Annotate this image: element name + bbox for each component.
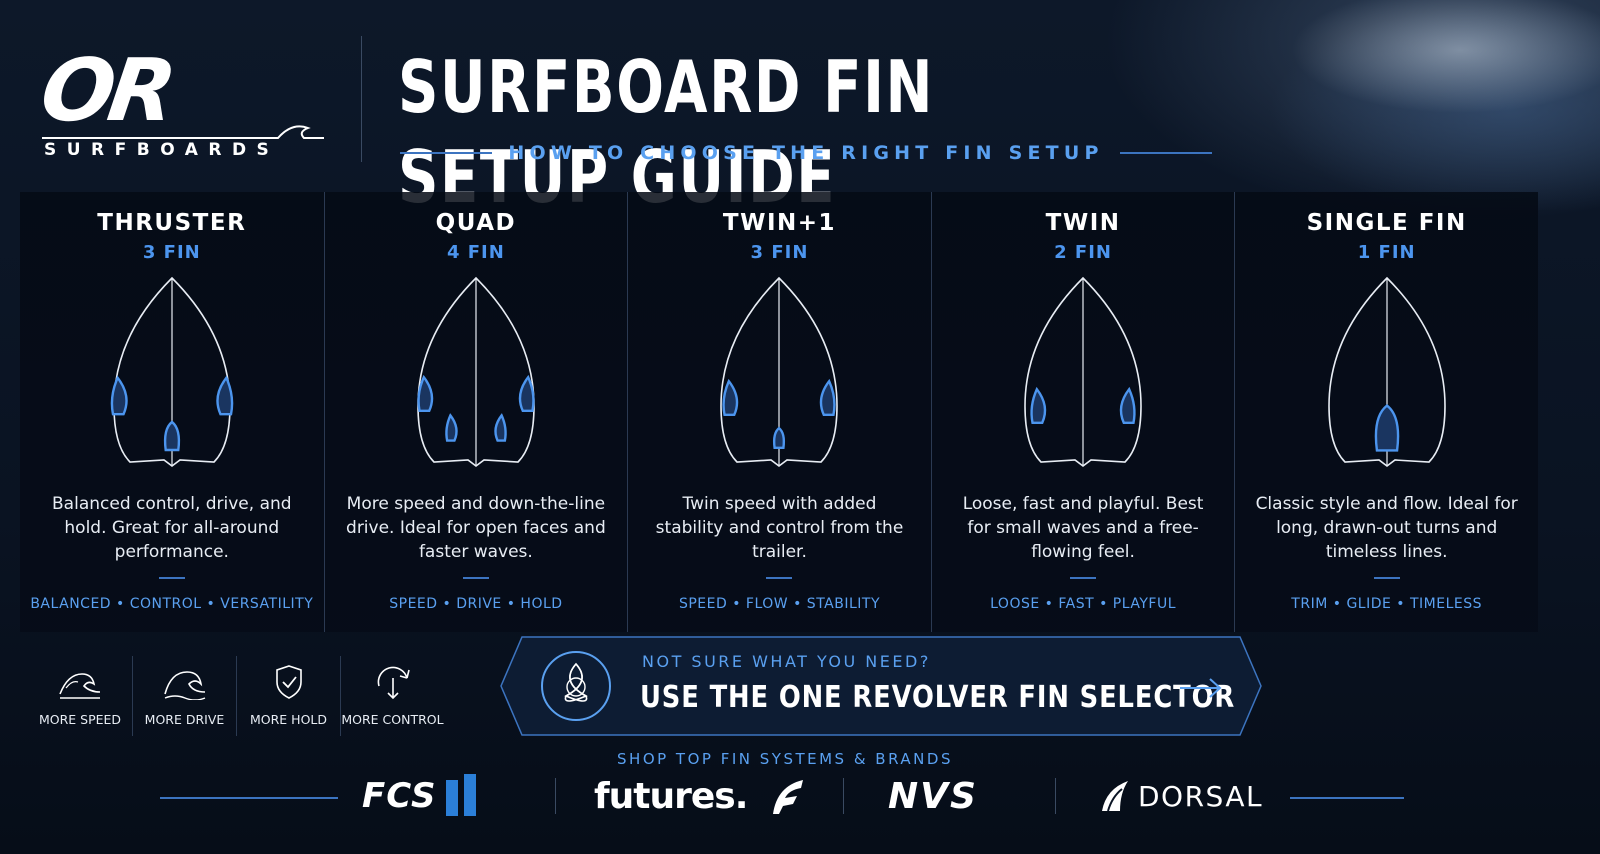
surfboard-thruster-icon (110, 276, 234, 467)
setup-fin-count: 1 FIN (1357, 242, 1416, 263)
selector-cta: USE THE ONE REVOLVER FIN SELECTOR (640, 680, 1236, 715)
surfboard-quad-icon (417, 276, 535, 467)
page-subtitle: HOW TO CHOOSE THE RIGHT FIN SETUP (508, 142, 1104, 164)
legend-label: MORE DRIVE (144, 712, 225, 727)
setup-name: THRUSTER (97, 210, 247, 236)
triquetra-icon (541, 651, 611, 721)
setup-dash (766, 577, 793, 579)
brands-heading: SHOP TOP FIN SYSTEMS & BRANDS (617, 750, 953, 768)
selector-frame (500, 636, 1262, 736)
setup-tags: TRIM • GLIDE • TIMELESS (1291, 596, 1483, 612)
fin-mark (773, 426, 786, 449)
setup-tags: LOOSE • FAST • PLAYFUL (990, 596, 1177, 612)
brand-futures-label: futures. (594, 775, 748, 817)
subtitle-line-right (1119, 152, 1212, 154)
setup-card[interactable]: TWIN 2 FIN Loose, fast and playful. Best… (930, 192, 1235, 632)
dorsal-fin-icon (1102, 781, 1128, 812)
wave-speed-icon (59, 673, 101, 699)
brand-fcs-link[interactable]: FCS (362, 768, 484, 824)
brands-line-left (160, 797, 338, 799)
subtitle-line-left (400, 152, 493, 154)
fin-mark (1374, 404, 1399, 452)
shield-check-icon (275, 665, 302, 699)
setup-description: Twin speed with added stability and cont… (655, 494, 904, 562)
brand-futures-link[interactable]: futures. (594, 768, 807, 824)
setup-dash (1373, 577, 1400, 579)
setup-description: Loose, fast and playful. Best for small … (962, 494, 1204, 562)
legend-item-drive: MORE DRIVE (132, 656, 236, 736)
setup-card[interactable]: QUAD 4 FIN More speed and down-the-line … (323, 192, 628, 632)
brand-fcs-label: FCS (362, 776, 437, 816)
logo-wave-icon (42, 125, 324, 139)
setup-name: QUAD (435, 210, 517, 236)
surfboard-twin-plus-one-icon (720, 276, 839, 467)
fin-mark (110, 375, 128, 416)
fin-mark (216, 375, 234, 416)
setup-name: SINGLE FIN (1306, 210, 1467, 236)
setup-tags: SPEED • DRIVE • HOLD (389, 596, 563, 612)
setup-tags: BALANCED • CONTROL • VERSATILITY (30, 596, 314, 612)
legend-item-hold: MORE HOLD (236, 656, 340, 736)
legend-item-control: MORE CONTROL (340, 656, 444, 736)
brands-line-right (1290, 797, 1404, 799)
setup-description: More speed and down-the-line drive. Idea… (346, 494, 606, 562)
setup-dash (1070, 577, 1097, 579)
setup-fin-count: 3 FIN (750, 242, 809, 263)
brand-dorsal-link[interactable]: DORSAL (1098, 768, 1263, 824)
fin-mark (163, 420, 180, 452)
fin-mark (417, 374, 434, 412)
brand-divider (1055, 778, 1056, 814)
setup-dash (158, 577, 185, 579)
wave-drive-icon (163, 671, 205, 701)
arrow-right-icon (1180, 678, 1222, 698)
logo-subtitle: SURFBOARDS (44, 140, 280, 160)
setup-name: TWIN (1045, 210, 1121, 236)
fin-mark (494, 413, 507, 442)
setup-card[interactable]: SINGLE FIN 1 FIN Classic style and flow.… (1234, 192, 1538, 632)
brand-nvs-label: NVS (888, 775, 978, 817)
setup-fin-count: 2 FIN (1054, 242, 1112, 263)
legend-label: MORE CONTROL (341, 712, 444, 727)
rotate-arrows-icon (377, 666, 410, 700)
setup-card[interactable]: TWIN+1 3 FIN Twin speed with added stabi… (627, 192, 931, 632)
fin-setups: THRUSTER 3 FIN Balanced control, drive, … (20, 192, 1538, 632)
legend-label: MORE SPEED (38, 712, 122, 727)
wave-photo (1040, 0, 1600, 210)
brand-divider (843, 778, 844, 814)
futures-f-icon (773, 780, 804, 814)
setup-description: Balanced control, drive, and hold. Great… (52, 494, 292, 562)
legend-label: MORE HOLD (249, 712, 327, 727)
setup-fin-count: 4 FIN (446, 242, 505, 263)
setup-card[interactable]: THRUSTER 3 FIN Balanced control, drive, … (20, 192, 324, 632)
fin-mark (1030, 386, 1047, 424)
benefits-legend: MORE SPEED MORE DRIVE MORE HOLD MORE CON… (28, 656, 444, 736)
surfboard-single-fin-icon (1327, 276, 1446, 467)
fin-mark (722, 378, 739, 416)
brand-nvs-link[interactable]: NVS (888, 768, 978, 824)
fin-mark (518, 374, 535, 412)
fin-mark (445, 413, 458, 442)
setup-name: TWIN+1 (722, 210, 837, 236)
setup-fin-count: 3 FIN (142, 242, 201, 263)
setup-dash (462, 577, 489, 579)
fin-selector-button[interactable]: NOT SURE WHAT YOU NEED? USE THE ONE REVO… (500, 636, 1262, 736)
setup-tags: SPEED • FLOW • STABILITY (678, 596, 880, 612)
fin-mark (820, 378, 837, 416)
brand-dorsal-label: DORSAL (1138, 779, 1264, 813)
brand-divider (555, 778, 556, 814)
selector-question: NOT SURE WHAT YOU NEED? (642, 652, 931, 671)
fcs-bars-icon (446, 774, 477, 816)
brand-logo[interactable]: OR SURFBOARDS (35, 41, 332, 168)
fin-mark (1119, 386, 1136, 424)
subtitle-row: HOW TO CHOOSE THE RIGHT FIN SETUP (400, 140, 1212, 166)
header-divider (361, 36, 362, 162)
setup-description: Classic style and flow. Ideal for long, … (1255, 494, 1518, 562)
legend-item-speed: MORE SPEED (28, 656, 132, 736)
surfboard-twin-icon (1024, 276, 1142, 467)
